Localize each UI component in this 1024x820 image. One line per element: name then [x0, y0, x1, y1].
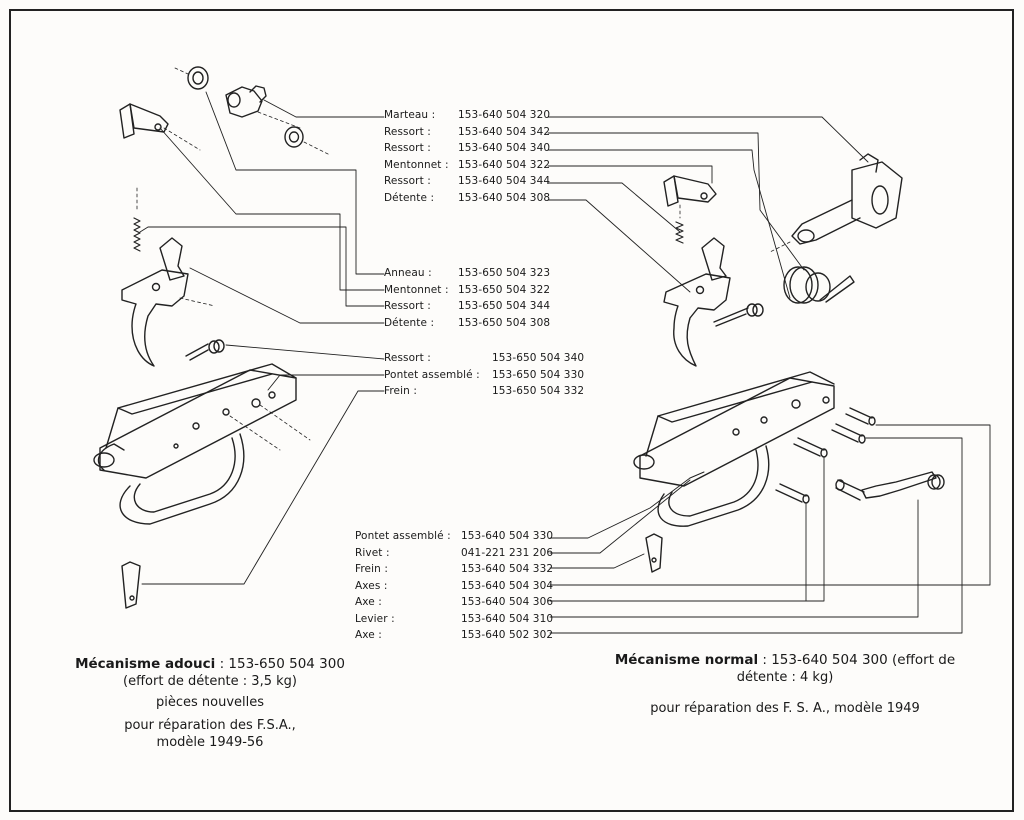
part-row: Axe : 153-640 502 302: [355, 627, 555, 643]
mentonnet-part-left: [119, 103, 201, 151]
caption-left-new-parts: pièces nouvelles: [155, 695, 265, 710]
part-name: Levier :: [355, 612, 395, 625]
caption-right-title: Mécanisme normal: [614, 652, 759, 668]
part-name: Ressort :: [384, 300, 431, 312]
part-row: Ressort : 153-640 504 340: [384, 140, 554, 156]
part-number: 153-650 504 322: [458, 283, 551, 296]
caption-left-model: modèle 1949-56: [156, 735, 264, 750]
part-number: 153-650 504 344: [458, 300, 551, 312]
pontet-assembly-left: [93, 363, 311, 525]
part-name: Détente :: [384, 316, 435, 329]
part-row: Mentonnet : 153-640 504 322: [384, 157, 554, 173]
spring-vertical-left: [133, 187, 141, 252]
part-name: Mentonnet :: [384, 283, 449, 296]
caption-left-repair: pour réparation des F.S.A.,: [124, 718, 296, 733]
part-name: Axe :: [355, 596, 382, 608]
part-number: 153-640 504 310: [461, 612, 554, 625]
caption-right-repair: pour réparation des F. S. A., modèle 194…: [650, 701, 920, 716]
frein-part-right: [645, 533, 663, 573]
caption-right-effort: détente : 4 kg): [736, 670, 834, 685]
part-number: 153-640 504 330: [461, 530, 554, 542]
part-name: Pontet assemblé :: [355, 530, 451, 542]
part-name: Ressort :: [384, 175, 431, 187]
part-row: Axe : 153-640 504 306: [355, 594, 555, 610]
part-row: Rivet : 041-221 231 206: [355, 545, 555, 561]
part-row: Pontet assemblé : 153-640 504 330: [355, 528, 555, 544]
detente-part-left: [121, 237, 216, 367]
caption-right-number: : 153-640 504 300 (effort de: [762, 652, 956, 668]
anneau-part-left: [174, 66, 209, 90]
part-row: Mentonnet : 153-650 504 322: [384, 282, 554, 298]
part-number: 153-640 504 308: [458, 191, 551, 204]
part-number: 153-640 504 342: [458, 125, 551, 138]
part-number: 153-640 504 340: [458, 142, 551, 154]
part-row: Détente : 153-650 504 308: [384, 315, 554, 331]
part-row: Frein : 153-640 504 332: [355, 561, 555, 577]
part-name: Ressort :: [384, 142, 431, 154]
mentonnet-part-right: [663, 175, 717, 207]
frein-part-left: [121, 561, 141, 609]
part-name: Ressort :: [384, 352, 431, 364]
caption-left: Mécanisme adouci : 153-650 504 300 (effo…: [40, 656, 380, 751]
part-number: 153-650 504 340: [492, 352, 585, 364]
part-row: Ressort : 153-640 504 344: [384, 173, 554, 189]
page-frame: [9, 9, 1014, 812]
ressort-coil-right: [713, 303, 764, 327]
caption-right: Mécanisme normal : 153-640 504 300 (effo…: [586, 652, 984, 717]
marteau-small-part-left: [225, 85, 301, 129]
caption-left-number: : 153-650 504 300: [219, 656, 345, 672]
part-name: Pontet assemblé :: [384, 368, 480, 381]
part-number: 153-640 504 332: [461, 563, 554, 575]
part-name: Rivet :: [355, 546, 390, 559]
detente-part-right: [663, 237, 731, 367]
ressort-coil-left: [185, 339, 225, 361]
part-name: Mentonnet :: [384, 158, 449, 171]
part-number: 153-650 504 323: [458, 267, 551, 279]
part-row: Ressort : 153-640 504 342: [384, 124, 554, 140]
part-number: 153-640 504 322: [458, 158, 551, 171]
part-name: Anneau :: [384, 267, 432, 279]
ring-part-left: [284, 126, 331, 156]
part-row: Pontet assemblé : 153-650 504 330: [384, 367, 594, 383]
part-number: 153-640 502 302: [461, 629, 554, 641]
pontet-assembly-right: [633, 371, 835, 527]
part-number: 153-640 504 320: [458, 109, 551, 121]
part-row: Levier : 153-640 504 310: [355, 611, 555, 627]
part-number: 153-640 504 344: [458, 175, 551, 187]
leader-lines: [139, 91, 991, 634]
marteau-part-right: [769, 153, 903, 253]
part-name: Frein :: [384, 385, 417, 397]
part-row: Axes : 153-640 504 304: [355, 578, 555, 594]
levier-part-right: [835, 471, 945, 501]
part-number: 041-221 231 206: [461, 546, 554, 559]
part-row: Frein : 153-650 504 332: [384, 383, 594, 399]
part-row: Détente : 153-640 504 308: [384, 190, 554, 206]
part-row: Ressort : 153-650 504 340: [384, 350, 594, 366]
caption-left-title: Mécanisme adouci: [75, 656, 216, 672]
spring-vertical-right: [675, 204, 684, 244]
part-number: 153-650 504 308: [458, 316, 551, 329]
part-number: 153-640 504 304: [461, 579, 554, 592]
part-number: 153-650 504 330: [492, 368, 585, 381]
part-name: Axes :: [355, 579, 388, 592]
caption-left-effort: (effort de détente : 3,5 kg): [123, 674, 297, 689]
part-row: Ressort : 153-650 504 344: [384, 298, 554, 314]
part-name: Marteau :: [384, 109, 436, 121]
part-number: 153-640 504 306: [461, 596, 554, 608]
ressort-double-right: [783, 266, 855, 304]
part-number: 153-650 504 332: [492, 385, 585, 397]
part-row: Anneau : 153-650 504 323: [384, 265, 554, 281]
part-name: Détente :: [384, 191, 435, 204]
part-name: Axe :: [355, 629, 382, 641]
part-name: Ressort :: [384, 125, 431, 138]
part-row: Marteau : 153-640 504 320: [384, 107, 554, 123]
part-name: Frein :: [355, 563, 388, 575]
axes-pins-right: [775, 407, 876, 504]
